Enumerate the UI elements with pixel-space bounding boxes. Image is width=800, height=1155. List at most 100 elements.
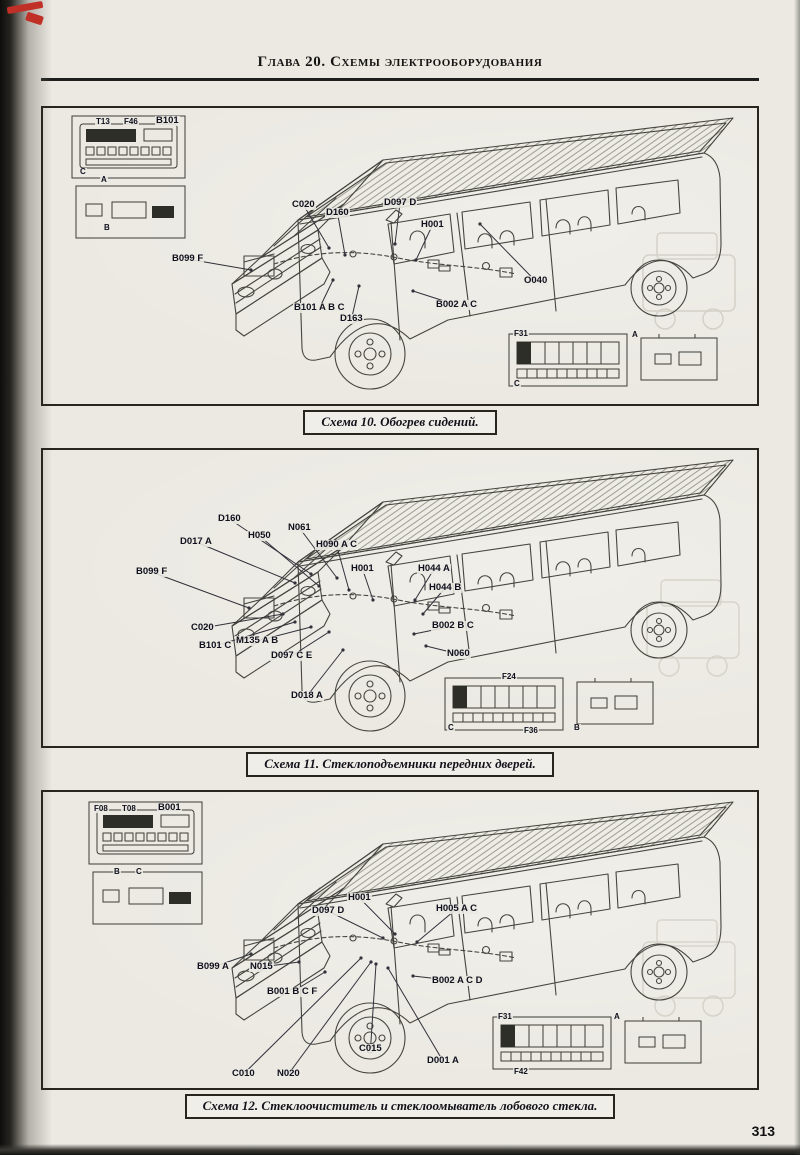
leader-endpoint xyxy=(478,222,482,226)
component-label: C015 xyxy=(358,1043,383,1054)
leader-line xyxy=(229,518,312,575)
component-label: B101 C xyxy=(198,640,233,651)
leader-endpoint xyxy=(331,278,335,282)
component-label: D001 A xyxy=(426,1055,460,1066)
inset-detail-relays xyxy=(492,1016,702,1070)
component-label: D160 xyxy=(217,513,242,524)
leader-line xyxy=(299,527,338,579)
leader-line xyxy=(415,224,433,261)
component-label: B099 F xyxy=(135,566,169,577)
component-label: B002 A C xyxy=(435,299,479,310)
red-pen-mark xyxy=(25,11,44,26)
leader-endpoint xyxy=(393,932,397,936)
component-label: T08 xyxy=(121,804,137,814)
component-label: D097 C E xyxy=(270,650,314,661)
figure-caption: Схема 10. Обогрев сидений. xyxy=(303,410,497,435)
leader-line xyxy=(337,212,346,256)
van-illustration xyxy=(151,459,740,732)
leader-endpoint xyxy=(343,253,347,257)
leader-endpoint xyxy=(249,952,253,956)
component-label: B002 B C xyxy=(431,620,475,631)
component-label: D017 A xyxy=(179,536,213,547)
component-label: B001 B C F xyxy=(266,986,319,997)
component-label: B101 xyxy=(155,115,180,126)
component-label: C xyxy=(513,379,521,389)
component-label: H044 B xyxy=(428,582,463,593)
component-label: F24 xyxy=(501,672,517,682)
page-number: 313 xyxy=(751,1123,775,1139)
chapter-title: Глава 20. Схемы электрооборудования xyxy=(257,54,543,70)
leader-line xyxy=(359,897,396,935)
component-label: D097 D xyxy=(311,905,346,916)
leader-endpoint xyxy=(374,962,378,966)
inset-detail-fusebox xyxy=(71,115,186,239)
van-illustration xyxy=(88,801,736,1075)
leader-line xyxy=(416,908,457,943)
van-illustration xyxy=(71,115,736,390)
page-right-edge xyxy=(794,0,800,1155)
component-label: F31 xyxy=(497,1012,513,1022)
leader-endpoint xyxy=(369,960,373,964)
inset-detail-fusebox xyxy=(88,801,203,925)
leader-endpoint xyxy=(347,588,351,592)
component-label: B099 F xyxy=(171,253,205,264)
leader-line xyxy=(336,544,350,591)
leader-endpoint xyxy=(327,630,331,634)
leader-endpoint xyxy=(247,606,251,610)
component-label: H001 xyxy=(350,563,375,574)
leader-line xyxy=(303,204,330,249)
leader-endpoint xyxy=(412,632,416,636)
component-label: F31 xyxy=(513,329,529,339)
leader-endpoint xyxy=(309,572,313,576)
leader-endpoint xyxy=(413,598,417,602)
leader-endpoint xyxy=(415,940,419,944)
leader-line xyxy=(362,568,374,601)
leader-endpoint xyxy=(309,625,313,629)
component-label: N015 xyxy=(249,961,274,972)
leader-endpoint xyxy=(414,258,418,262)
bleed-through-ghost xyxy=(646,579,740,677)
component-label: B xyxy=(113,867,121,877)
component-label: B001 xyxy=(157,802,182,813)
leader-line xyxy=(288,961,372,1075)
component-label: B xyxy=(103,223,111,233)
leader-line xyxy=(243,957,362,1075)
inset-detail-relays xyxy=(508,333,718,387)
chapter-header: Глава 20. Схемы электрооборудования xyxy=(41,54,759,81)
leader-line xyxy=(202,613,284,629)
component-label: N061 xyxy=(287,522,312,533)
leader-endpoint xyxy=(393,242,397,246)
leader-line xyxy=(195,541,296,584)
leader-endpoint xyxy=(359,956,363,960)
component-label: H090 A C xyxy=(315,539,359,550)
inset-detail-relays xyxy=(444,677,654,731)
leader-line xyxy=(414,568,435,601)
component-label: O040 xyxy=(523,275,549,286)
component-label: F36 xyxy=(523,726,539,736)
leader-endpoint xyxy=(357,284,361,288)
component-label: B101 A B C xyxy=(293,302,346,313)
component-label: F42 xyxy=(513,1067,529,1077)
leader-endpoint xyxy=(386,966,390,970)
leader-line xyxy=(259,535,320,587)
leader-endpoint xyxy=(293,581,297,585)
leader-endpoint xyxy=(327,246,331,250)
component-label: M135 A B xyxy=(235,635,280,646)
component-label: D160 xyxy=(325,207,350,218)
component-label: A xyxy=(613,1012,621,1022)
component-label: C020 xyxy=(190,622,215,633)
leader-endpoint xyxy=(371,598,375,602)
red-pen-mark xyxy=(6,0,44,15)
leader-endpoint xyxy=(411,289,415,293)
leader-endpoint xyxy=(335,576,339,580)
component-label: C010 xyxy=(231,1068,256,1079)
component-label: C xyxy=(79,167,87,177)
component-label: A xyxy=(631,330,639,340)
figure-caption: Схема 11. Стеклоподъемники передних двер… xyxy=(246,752,554,777)
leader-endpoint xyxy=(381,936,385,940)
